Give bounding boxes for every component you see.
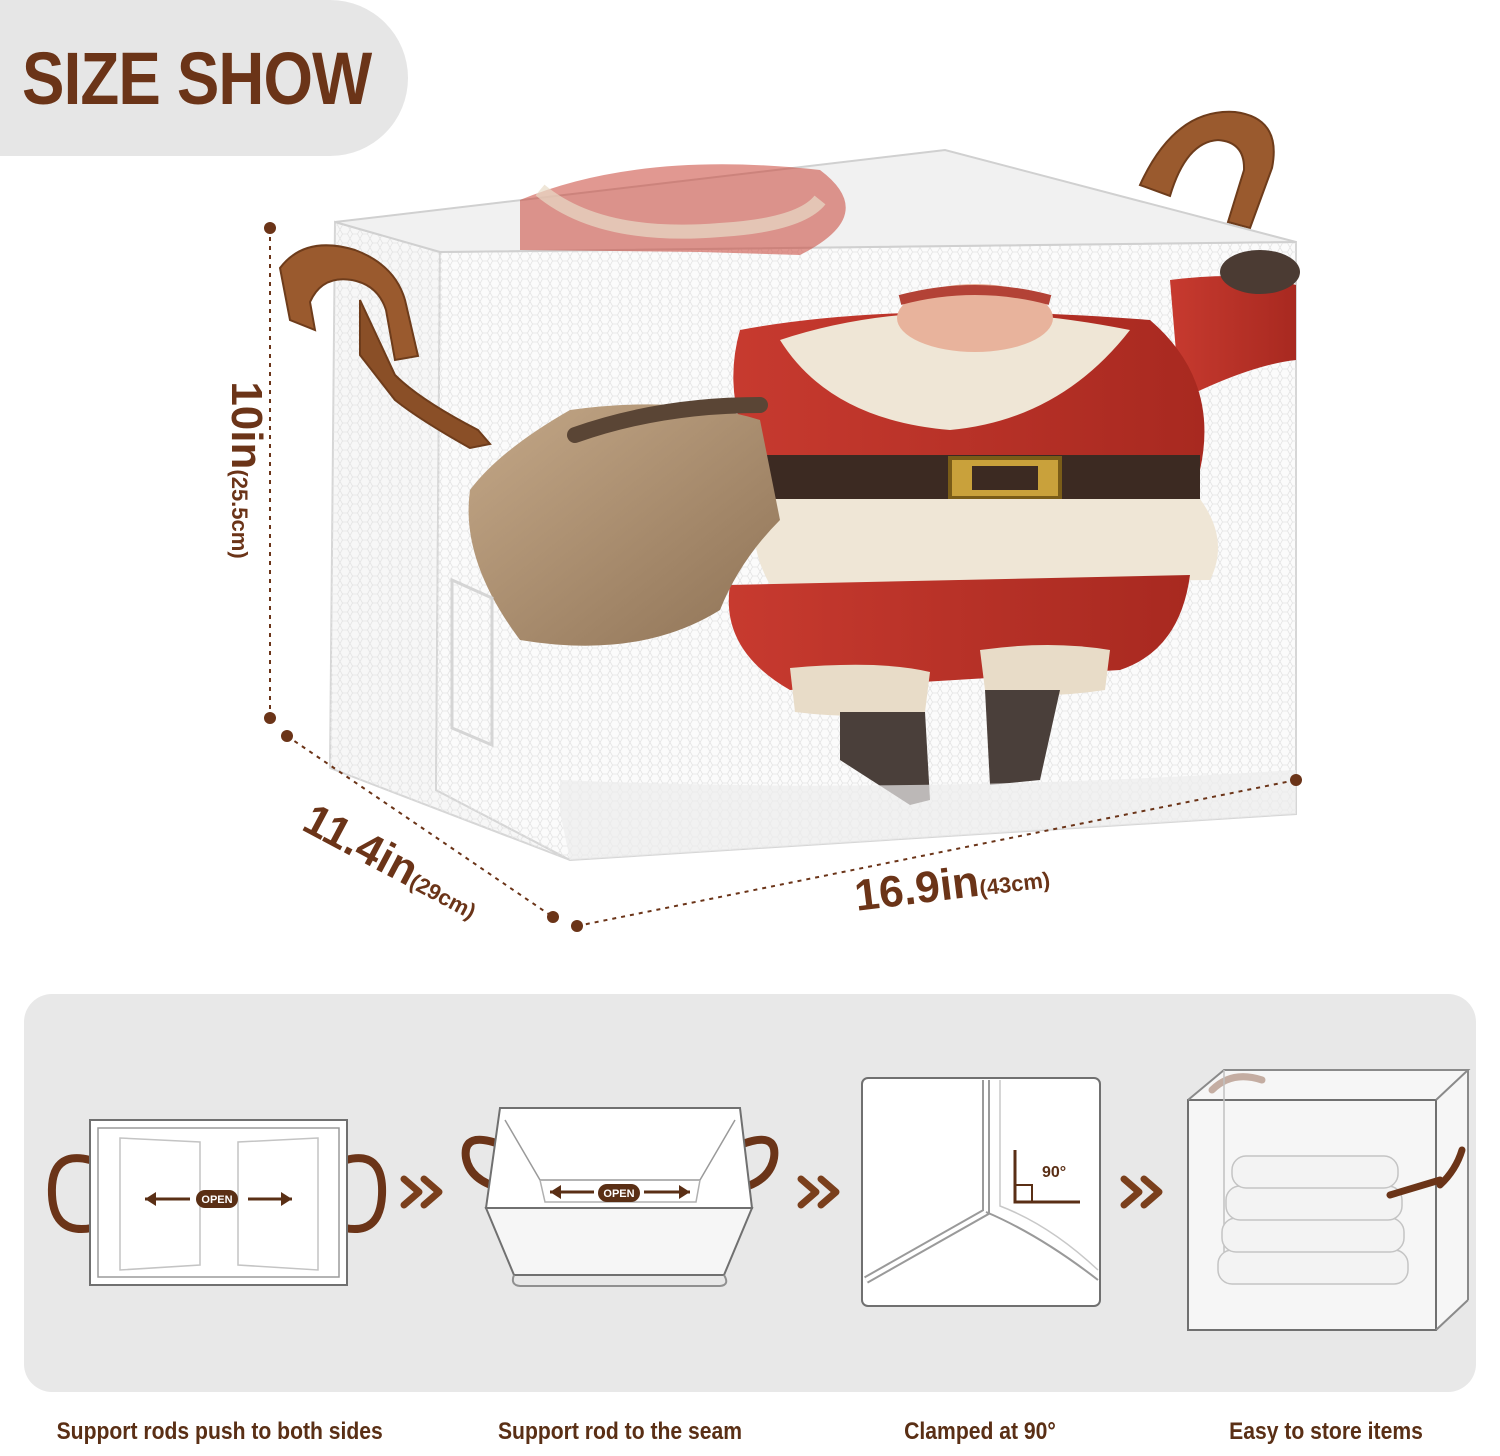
step-2-open-badge: OPEN <box>603 1188 634 1200</box>
step-3-illustration: 90° <box>861 1077 1101 1307</box>
step-2-illustration: OPEN <box>461 1107 779 1287</box>
label-window <box>450 577 494 748</box>
step-4-caption: Easy to store items <box>1229 1418 1423 1445</box>
title-banner: SIZE SHOW <box>0 0 408 156</box>
step-1-open-badge: OPEN <box>201 1194 232 1206</box>
double-chevron-right-icon <box>400 1175 443 1209</box>
page-title: SIZE SHOW <box>22 37 372 120</box>
step-1-caption: Support rods push to both sides <box>56 1418 383 1445</box>
step-3-caption: Clamped at 90° <box>904 1418 1056 1445</box>
back-handle <box>1138 110 1275 230</box>
dimension-dots <box>264 222 1302 932</box>
double-chevron-right-icon <box>1120 1175 1163 1209</box>
assembly-steps-illustrations: OPEN OPEN <box>47 1069 1471 1331</box>
front-handle <box>278 244 420 362</box>
height-cm: (25.5cm) <box>227 469 252 559</box>
dimension-lines <box>269 228 1297 927</box>
step-2-caption: Support rod to the seam <box>497 1418 743 1445</box>
step-3-angle-label: 90° <box>1042 1164 1066 1181</box>
step-1-illustration: OPEN <box>47 1119 387 1286</box>
height-inches: 10in <box>222 381 271 470</box>
height-dimension-label: 10in(25.5cm) <box>221 381 271 558</box>
width-cm: (43cm) <box>977 867 1052 901</box>
santa-print <box>468 250 1300 860</box>
step-4-illustration <box>1187 1069 1471 1331</box>
double-chevron-right-icon <box>797 1175 840 1209</box>
basket-illustration <box>264 110 1302 932</box>
